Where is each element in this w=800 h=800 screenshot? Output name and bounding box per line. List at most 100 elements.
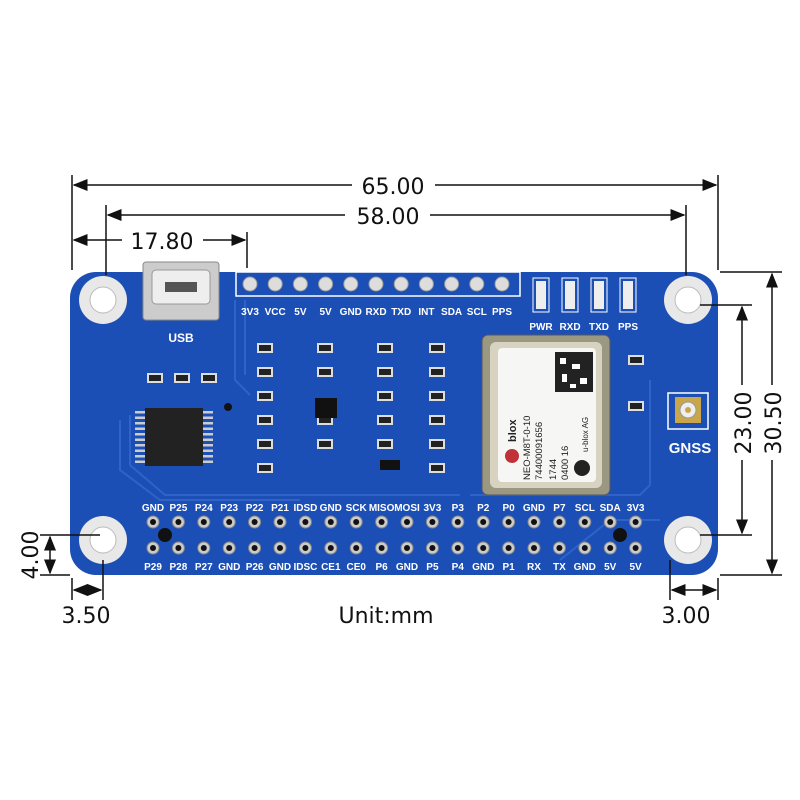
- led: [594, 281, 604, 309]
- smd-component: [377, 391, 393, 401]
- mounting-holes: [79, 276, 712, 564]
- smd-component: [317, 367, 333, 377]
- smd-component: [628, 355, 644, 365]
- smd-component: [147, 373, 163, 383]
- gpio-label-top: GND: [320, 503, 342, 514]
- module-maker: u-blox AG: [581, 417, 590, 452]
- gpio-label-top: P3: [452, 503, 465, 514]
- gpio-label-top: IDSD: [293, 503, 317, 514]
- smd-component: [429, 415, 445, 425]
- header-pin-label: VCC: [265, 307, 286, 318]
- header-pin-label: TXD: [391, 307, 411, 318]
- gpio-pin-hole: [454, 519, 461, 525]
- gpio-label-bottom: GND: [218, 562, 240, 573]
- ic-pin: [135, 422, 145, 425]
- smd-component: [377, 343, 393, 353]
- gpio-pin-hole: [150, 519, 156, 525]
- header-pin: [393, 276, 409, 292]
- usb-connector: [142, 261, 220, 321]
- ic-pin: [203, 433, 213, 436]
- header-pin: [469, 276, 485, 292]
- gpio-pin-hole: [175, 519, 182, 525]
- led-label: PWR: [529, 322, 553, 333]
- dim-hole-spacing-y: 23.00: [732, 392, 757, 455]
- ic-pin: [135, 438, 145, 441]
- dim-width-total: 65.00: [362, 175, 425, 200]
- dim-hole-offset-right: 3.00: [662, 604, 711, 629]
- ic-pin: [135, 455, 145, 458]
- header-pin-label: PPS: [492, 307, 512, 318]
- pcb-traces: [119, 300, 660, 561]
- gpio-label-top: P2: [477, 503, 490, 514]
- gpio-pin-hole: [353, 545, 360, 551]
- gpio-label-bottom: GND: [396, 562, 418, 573]
- gpio-label-bottom: P5: [426, 562, 439, 573]
- fiducial: [158, 528, 172, 542]
- dim-height-total: 30.50: [762, 392, 787, 455]
- gpio-label-bottom: P4: [452, 562, 465, 573]
- header-pin: [267, 276, 283, 292]
- gpio-pin-hole: [429, 545, 436, 551]
- ic-pin: [203, 438, 213, 441]
- gpio-label-top: P21: [271, 503, 289, 514]
- gpio-pin-hole: [251, 545, 258, 551]
- ic-pin: [135, 433, 145, 436]
- smd-component: [377, 415, 393, 425]
- led-outline: [590, 277, 608, 313]
- gpio-label-bottom: TX: [553, 562, 566, 573]
- dim-usb-offset: 17.80: [131, 230, 194, 255]
- header-pin: [368, 276, 384, 292]
- dim-hole-offset-left: 3.50: [62, 604, 111, 629]
- ic-pin: [135, 460, 145, 463]
- gpio-pin-hole: [531, 545, 537, 551]
- led: [623, 281, 633, 309]
- smd-component: [377, 367, 393, 377]
- ic-pin: [135, 427, 145, 430]
- led-label: PPS: [618, 322, 638, 333]
- ic-pin: [135, 416, 145, 419]
- gpio-pin-hole: [607, 545, 614, 551]
- smd-component: [174, 373, 190, 383]
- gpio-pin-hole: [302, 519, 309, 525]
- smd-component: [257, 415, 273, 425]
- unit-label: Unit:mm: [338, 604, 433, 629]
- smd-component: [317, 343, 333, 353]
- gpio-label-bottom: GND: [269, 562, 291, 573]
- smd-component: [257, 391, 273, 401]
- ic-pin: [203, 411, 213, 414]
- gnss-label: GNSS: [669, 440, 712, 457]
- smd-component: [429, 343, 445, 353]
- gpio-pin-hole: [429, 519, 436, 525]
- header-pin-label: 3V3: [241, 307, 259, 318]
- gpio-label-top: 3V3: [424, 503, 442, 514]
- gpio-label-top: P0: [502, 503, 515, 514]
- header-pin: [292, 276, 308, 292]
- gpio-pin-hole: [277, 545, 283, 551]
- gpio-label-top: SCK: [346, 503, 368, 514]
- gpio-label-bottom: P29: [144, 562, 162, 573]
- ic-pin: [203, 422, 213, 425]
- header-pin-label: SCL: [467, 307, 487, 318]
- gpio-pin-hole: [632, 545, 639, 551]
- antenna-connector: [667, 392, 709, 430]
- header-pin-label: 5V: [319, 307, 332, 318]
- gpio-pin-hole: [505, 519, 512, 525]
- gnss-module: blox NEO-M8T-0-10 74400091656 1744 0400 …: [481, 334, 611, 496]
- gpio-label-top: GND: [142, 503, 164, 514]
- gpio-pin-hole: [327, 545, 334, 551]
- gpio-pin-hole: [607, 519, 614, 525]
- ic-pin: [203, 455, 213, 458]
- gpio-label-top: P7: [553, 503, 566, 514]
- smd-component: [201, 373, 217, 383]
- smd-component: [317, 439, 333, 449]
- gpio-label-bottom: 5V: [604, 562, 617, 573]
- gpio-label-top: P25: [170, 503, 188, 514]
- ic-pin: [203, 416, 213, 419]
- gpio-label-bottom: GND: [472, 562, 494, 573]
- gpio-label-top: SDA: [600, 503, 621, 514]
- gpio-pin-hole: [454, 545, 461, 551]
- smd-component: [429, 367, 445, 377]
- smd-component: [628, 401, 644, 411]
- ic-pin: [203, 427, 213, 430]
- header-pin-label: 5V: [294, 307, 307, 318]
